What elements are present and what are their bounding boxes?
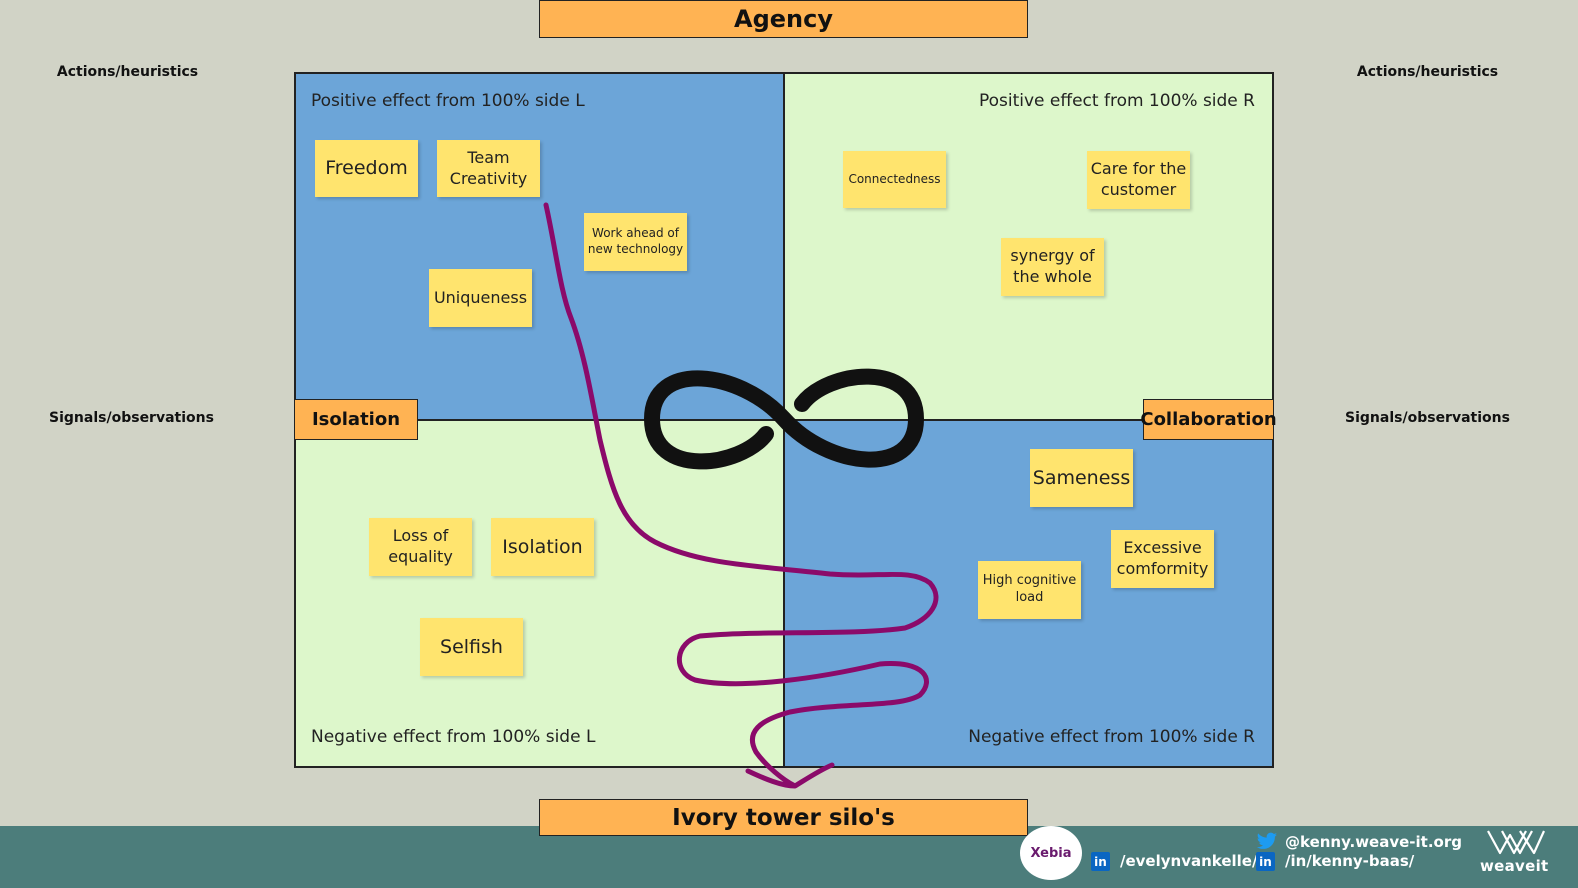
note-excessive-conformity[interactable]: Excessive comformity bbox=[1111, 530, 1214, 588]
note-freedom[interactable]: Freedom bbox=[315, 140, 418, 197]
note-loss-equality[interactable]: Loss of equality bbox=[369, 518, 472, 576]
footer-bar bbox=[0, 826, 1578, 888]
agency-banner: Agency bbox=[539, 0, 1028, 38]
linkedin-icon[interactable]: in bbox=[1256, 852, 1275, 871]
linkedin-kenny-link[interactable]: /in/kenny-baas/ bbox=[1285, 852, 1415, 870]
note-isolation[interactable]: Isolation bbox=[491, 518, 594, 576]
twitter-icon[interactable] bbox=[1256, 832, 1278, 851]
squiggle-path bbox=[543, 202, 939, 789]
caption-bottom-right: Negative effect from 100% side R bbox=[968, 727, 1255, 747]
note-uniqueness[interactable]: Uniqueness bbox=[429, 269, 532, 327]
note-synergy[interactable]: synergy of the whole bbox=[1001, 238, 1104, 296]
weaveit-logo-text: weaveit bbox=[1480, 857, 1549, 875]
note-work-ahead[interactable]: Work ahead of new technology bbox=[584, 213, 687, 271]
caption-bottom-left: Negative effect from 100% side L bbox=[311, 727, 596, 747]
ivory-tower-banner: Ivory tower silo's bbox=[539, 799, 1028, 836]
left-actions-label: Actions/heuristics bbox=[56, 64, 199, 80]
linkedin-icon[interactable]: in bbox=[1091, 852, 1110, 871]
linkedin-evelyn-link[interactable]: /evelynvankelle/ bbox=[1120, 852, 1258, 870]
xebia-logo[interactable]: Xebia bbox=[1020, 826, 1082, 880]
note-sameness[interactable]: Sameness bbox=[1030, 449, 1133, 507]
note-selfish[interactable]: Selfish bbox=[420, 618, 523, 676]
note-high-cognitive-load[interactable]: High cognitive load bbox=[978, 561, 1081, 619]
right-signals-label: Signals/observations bbox=[1345, 410, 1510, 426]
left-signals-label: Signals/observations bbox=[49, 410, 214, 426]
twitter-kenny-link[interactable]: @kenny.weave-it.org bbox=[1285, 833, 1462, 851]
note-care-customer[interactable]: Care for the customer bbox=[1087, 151, 1190, 209]
infinity-icon bbox=[643, 368, 925, 470]
quadrant-top-left bbox=[294, 72, 784, 420]
right-actions-label: Actions/heuristics bbox=[1356, 64, 1499, 80]
tag-isolation: Isolation bbox=[294, 399, 418, 440]
quadrant-bottom-left bbox=[294, 420, 784, 768]
weaveit-logo-icon bbox=[1487, 830, 1546, 855]
caption-top-right: Positive effect from 100% side R bbox=[978, 91, 1255, 111]
tag-collaboration: Collaboration bbox=[1140, 399, 1277, 440]
note-connectedness[interactable]: Connectedness bbox=[843, 151, 946, 208]
note-team-creativity[interactable]: Team Creativity bbox=[437, 140, 540, 197]
caption-top-left: Positive effect from 100% side L bbox=[311, 91, 585, 111]
xebia-logo-text: Xebia bbox=[1030, 845, 1072, 861]
